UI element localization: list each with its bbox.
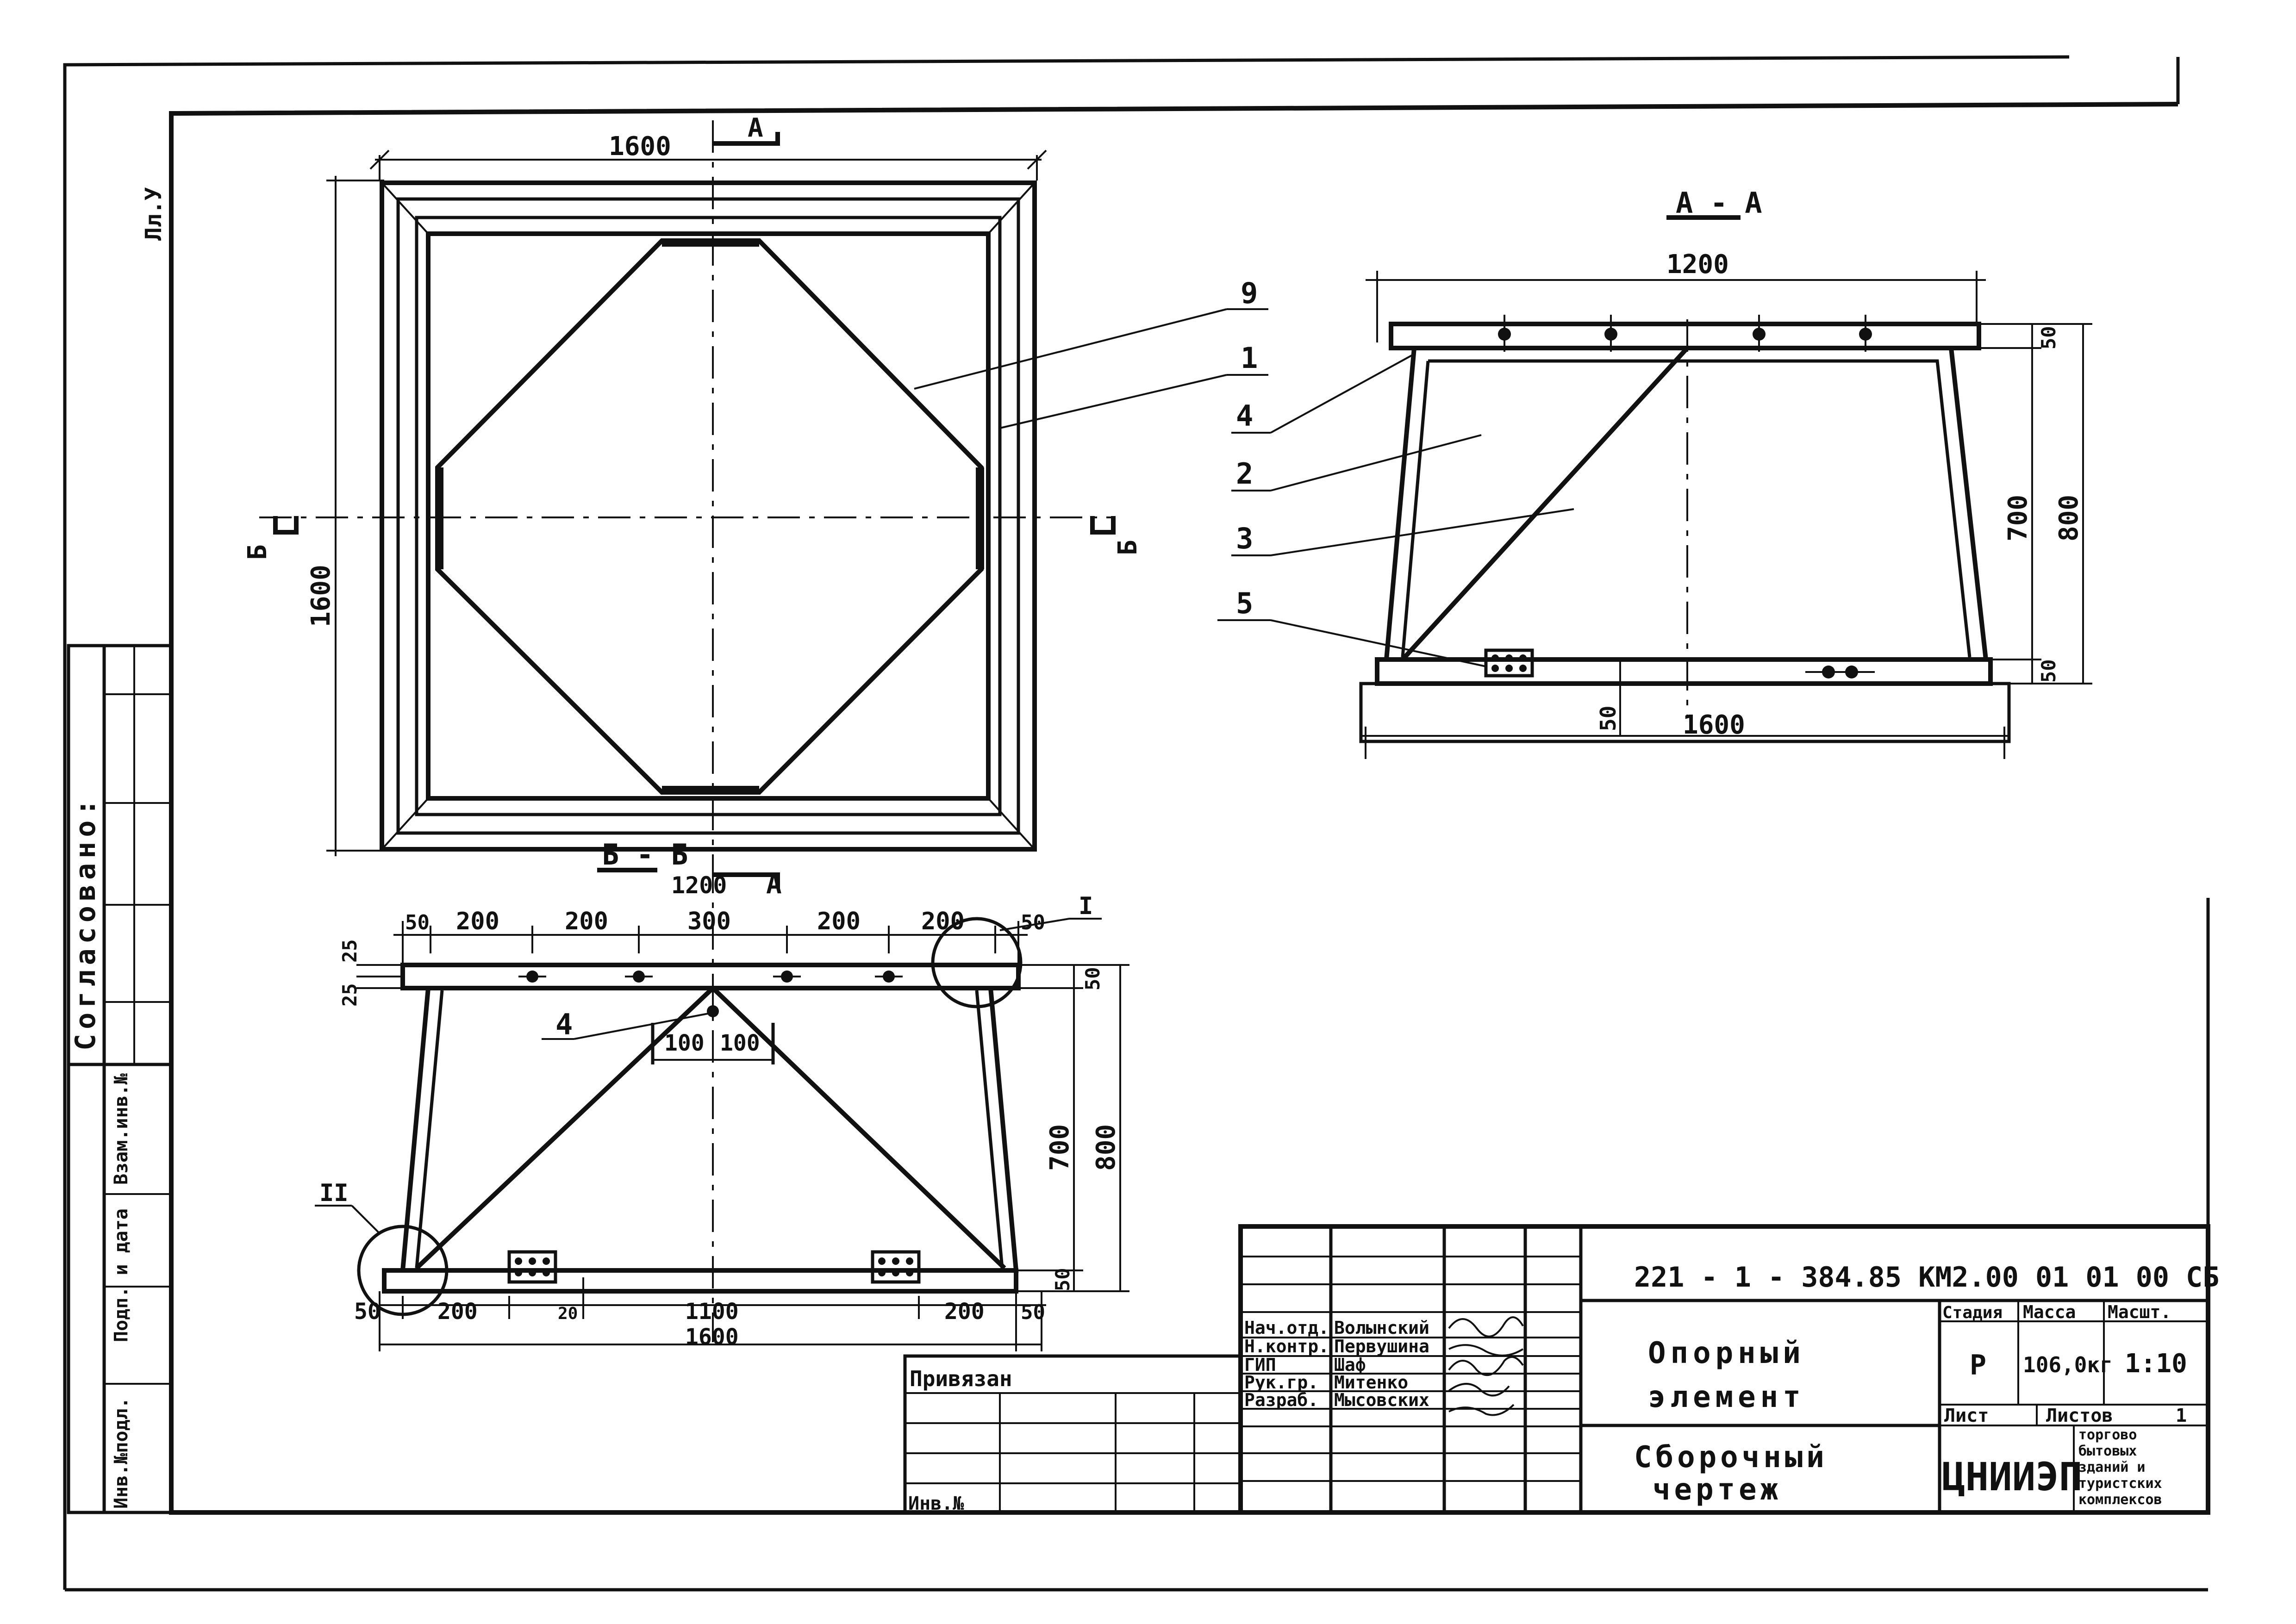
plan-view	[259, 120, 1268, 889]
section-aa-dim-800: 800	[2054, 495, 2084, 541]
scale-value: 1:10	[2125, 1349, 2187, 1379]
sheet-mark: Лл.У	[141, 187, 167, 241]
org-desc-1: торгово	[2078, 1427, 2137, 1443]
callout-5-aa: 5	[1236, 586, 1253, 620]
plan-dim-height: 1600	[306, 565, 336, 627]
section-bb-top-dim-2: 200	[456, 908, 499, 935]
section-bb-bottom-dim-1: 50	[354, 1299, 381, 1325]
section-bb-top-dim-5: 200	[817, 908, 861, 935]
callout-9: 9	[1241, 276, 1258, 310]
section-aa-dim-top: 1200	[1666, 249, 1729, 280]
role-5: Разраб.	[1244, 1390, 1318, 1410]
bound-label: Привязан	[910, 1366, 1012, 1391]
stage-header: Стадия	[1942, 1303, 2003, 1322]
section-aa-dim-bottom: 1600	[1683, 710, 1745, 740]
section-bb-dim-1200: 1200	[671, 872, 727, 899]
doc-title-1: Сборочный	[1634, 1440, 1828, 1475]
doc-code: 221 - 1 - 384.85 КМ2.00 01 01 00 СБ	[1634, 1261, 2219, 1294]
sheets-label: Листов	[2046, 1405, 2113, 1426]
name-1: Волынский	[1334, 1318, 1429, 1338]
section-bb-dim-700: 700	[1045, 1124, 1075, 1171]
scale-header: Масшт.	[2108, 1302, 2171, 1322]
section-bb-center-dim-2: 100	[720, 1030, 760, 1056]
name-2: Первушина	[1334, 1336, 1429, 1356]
callout-4-aa: 4	[1236, 399, 1253, 433]
stamp-label-replace: Взам.инв.№	[111, 1073, 132, 1185]
section-bb-top-dim-6: 200	[921, 908, 965, 935]
section-bb-dim-right-50: 50	[1081, 967, 1104, 990]
section-bb-bottom-dim-2: 200	[437, 1299, 478, 1325]
plan-dim-width: 1600	[609, 131, 671, 162]
node-I: I	[1079, 892, 1093, 920]
callout-1: 1	[1241, 341, 1258, 375]
section-bb	[315, 861, 1129, 1351]
section-bb-dim-bottom-right-50: 50	[1051, 1268, 1074, 1291]
section-bb-top-dim-3: 200	[565, 908, 608, 935]
section-mark-left: Б	[243, 544, 273, 560]
org-desc-5: комплексов	[2078, 1492, 2162, 1508]
mass-header: Масса	[2023, 1302, 2076, 1322]
role-1: Нач.отд.	[1244, 1318, 1329, 1338]
section-bb-bottom-dim-5: 200	[944, 1299, 985, 1325]
left-stamp	[67, 644, 173, 1514]
sheet-label: Лист	[1944, 1405, 1989, 1426]
doc-title-2: чертеж	[1653, 1473, 1782, 1507]
section-bb-bottom-total: 1600	[685, 1324, 739, 1350]
section-bb-top-dim-7: 50	[1021, 911, 1045, 934]
section-bb-bottom-dim-4: 1100	[685, 1299, 739, 1325]
section-aa	[1217, 215, 2092, 759]
section-mark-right: Б	[1113, 540, 1143, 555]
stage-value: Р	[1970, 1349, 1986, 1381]
node-II: II	[319, 1179, 349, 1207]
sheet-frame	[63, 55, 2210, 1592]
section-mark-bottom: А	[766, 870, 782, 900]
product-name-2: элемент	[1648, 1380, 1805, 1414]
org-desc-2: бытовых	[2078, 1443, 2137, 1459]
section-bb-top-dim-1: 50	[405, 911, 430, 934]
name-3: Шаф	[1334, 1355, 1366, 1375]
section-bb-bottom-dim-6: 50	[1021, 1300, 1045, 1324]
role-2: Н.контр.	[1244, 1336, 1329, 1356]
sheets-value: 1	[2176, 1405, 2187, 1426]
inv-label: Инв.№	[908, 1493, 964, 1514]
section-aa-dim-50-left: 50	[1596, 706, 1621, 731]
section-bb-bottom-dim-3: 20	[558, 1304, 578, 1323]
section-bb-center-dim-1: 100	[664, 1030, 705, 1056]
section-aa-dim-top-50: 50	[2037, 326, 2060, 349]
section-aa-title: А - А	[1676, 186, 1762, 220]
callout-2-aa: 2	[1236, 457, 1253, 491]
stamp-label-inv: Инв.№подл.	[111, 1397, 132, 1509]
section-aa-dim-700: 700	[2003, 495, 2033, 541]
section-bb-title: Б - Б	[602, 838, 688, 871]
product-name-1: Опорный	[1648, 1336, 1805, 1370]
section-bb-left-dim-2: 25	[338, 983, 361, 1007]
stamp-label-sign: Подп. и дата	[111, 1208, 132, 1342]
org-desc-3: зданий и	[2078, 1459, 2146, 1475]
section-bb-dim-800: 800	[1091, 1124, 1121, 1171]
section-aa-dim-bottom-50: 50	[2037, 659, 2060, 683]
org-desc-4: туристских	[2078, 1475, 2162, 1492]
agreed-label: Согласовано:	[69, 795, 102, 1051]
callout-4-bb: 4	[555, 1008, 573, 1041]
title-block	[903, 1224, 2210, 1515]
mass-value: 106,0кг	[2023, 1352, 2113, 1377]
section-bb-left-dim-1: 25	[338, 939, 361, 963]
section-bb-top-dim-4: 300	[687, 908, 731, 935]
org-name: ЦНИИЭП	[1942, 1454, 2082, 1500]
name-4: Митенко	[1334, 1372, 1408, 1393]
role-3: ГИП	[1244, 1355, 1276, 1375]
callout-3-aa: 3	[1236, 522, 1253, 555]
section-mark-top: А	[748, 113, 763, 143]
name-5: Мысовских	[1334, 1390, 1429, 1410]
role-4: Рук.гр.	[1244, 1372, 1318, 1393]
